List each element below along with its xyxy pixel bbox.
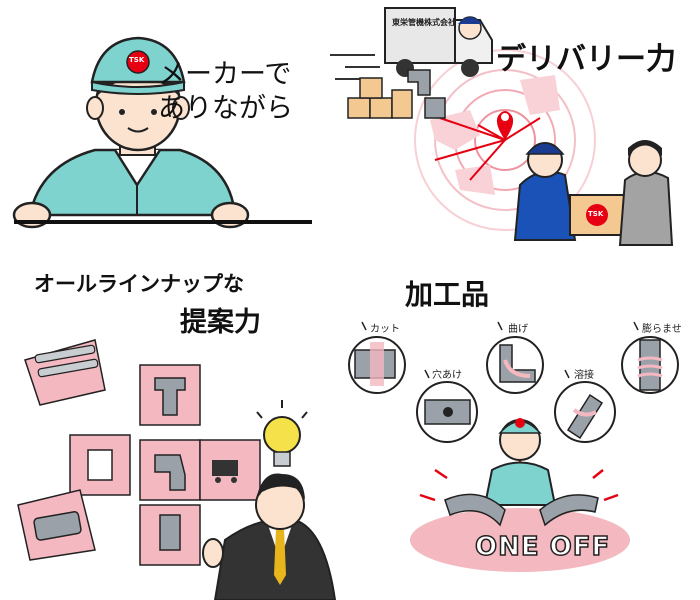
label-bulge: 膨らませ	[642, 324, 682, 335]
delivery-illustration	[330, 7, 674, 246]
label-drill: 穴あけ	[432, 370, 462, 381]
maker-worker-illustration	[12, 36, 312, 229]
box-logo: TSK	[588, 210, 604, 218]
label-cut: カット	[370, 324, 400, 335]
delivery-title: デリバリー力	[496, 42, 676, 77]
maker-caption: メーカーで ありながら	[158, 58, 293, 126]
maker-caption-line2: ありながら	[158, 93, 293, 124]
processing-illustration	[348, 321, 679, 572]
proposal-title-line1: オールラインナップな	[34, 272, 244, 296]
processing-title: 加工品	[405, 278, 490, 311]
maker-caption-line1: メーカーで	[158, 59, 292, 90]
cap-logo: TSK	[129, 56, 145, 64]
one-off-badge: ONE OFF	[474, 531, 611, 563]
proposal-title-line2: 提案力	[180, 307, 261, 338]
label-weld: 溶接	[574, 370, 594, 381]
proposal-illustration	[17, 339, 337, 600]
truck-label: 東栄管機株式会社	[392, 18, 456, 27]
label-bend: 曲げ	[508, 324, 528, 335]
